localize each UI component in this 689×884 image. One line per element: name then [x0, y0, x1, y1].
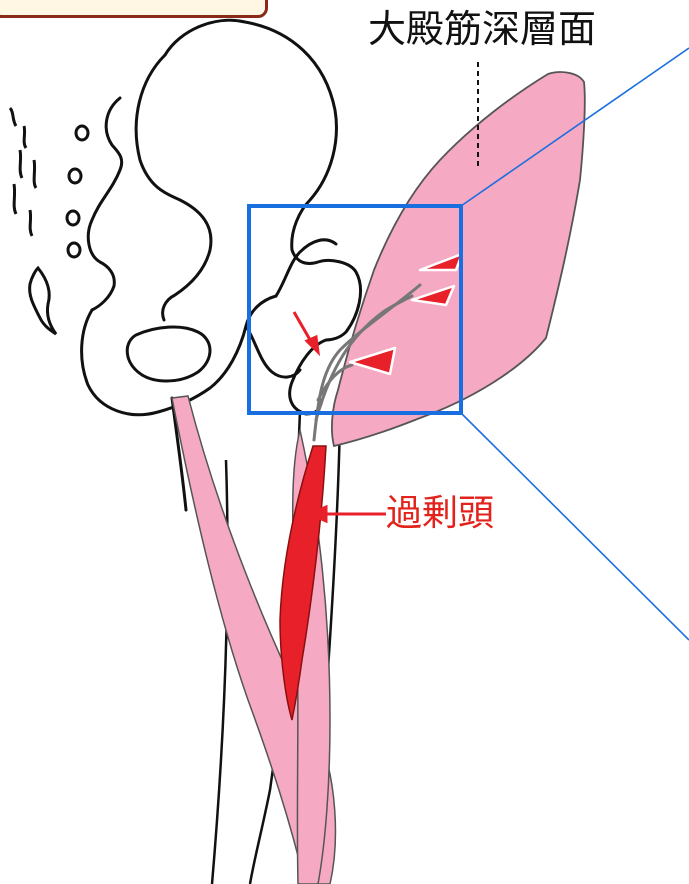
pointer-arrow [292, 311, 321, 357]
pelvis-outline [80, 18, 363, 512]
title-box [0, 0, 268, 18]
variant-leader-line [306, 504, 386, 524]
zoom-lines [460, 47, 689, 641]
variant-head-label: 過剰頭 [386, 493, 495, 534]
gluteus-deep-layer-label: 大殿筋深層面 [368, 7, 597, 51]
sacrum [8, 106, 90, 336]
nerve-branches [312, 283, 422, 442]
red-arrowheads [348, 252, 464, 376]
zoom-box [247, 204, 463, 415]
